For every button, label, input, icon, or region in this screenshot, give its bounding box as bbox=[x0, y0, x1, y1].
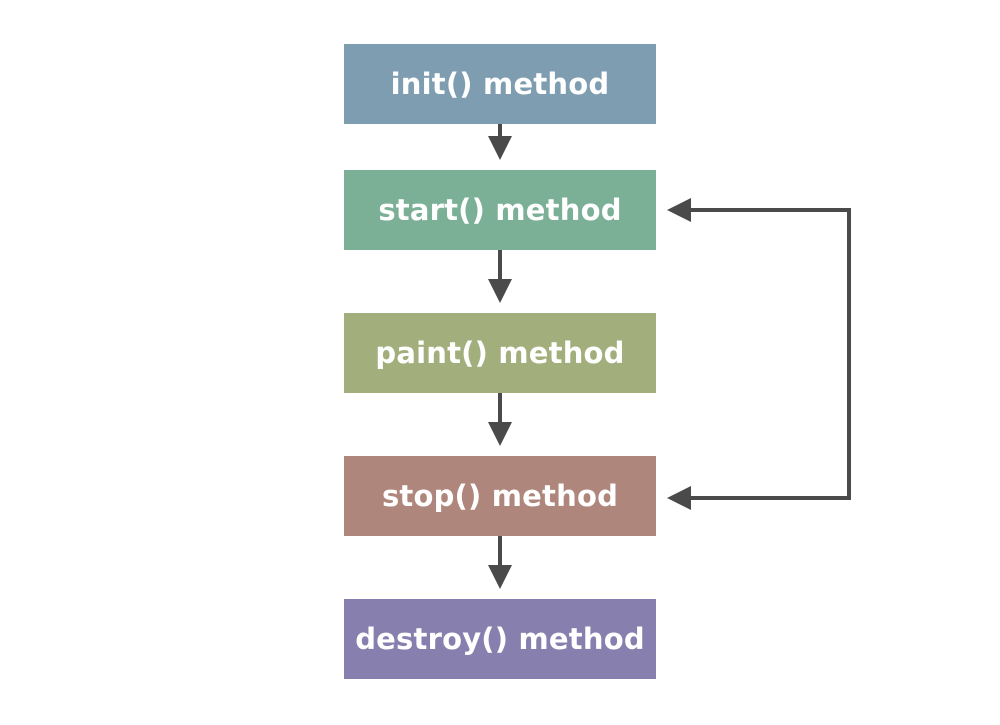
node-stop: stop() method bbox=[344, 456, 656, 536]
node-start: start() method bbox=[344, 170, 656, 250]
node-start-label: start() method bbox=[378, 193, 622, 227]
node-destroy: destroy() method bbox=[344, 599, 656, 679]
node-stop-label: stop() method bbox=[381, 479, 619, 513]
node-init: init() method bbox=[344, 44, 656, 124]
node-init-label: init() method bbox=[390, 67, 610, 101]
node-paint: paint() method bbox=[344, 313, 656, 393]
node-paint-label: paint() method bbox=[375, 336, 625, 370]
node-destroy-label: destroy() method bbox=[355, 622, 645, 656]
arrow-loop-segment bbox=[672, 208, 851, 500]
